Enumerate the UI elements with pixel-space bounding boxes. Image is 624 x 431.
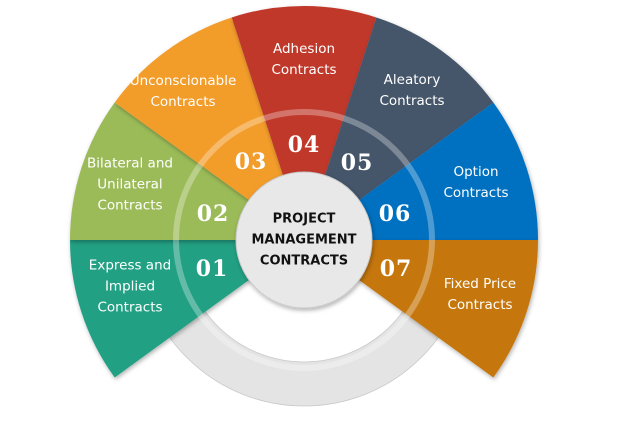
segment-label-line: Bilateral and [87,155,173,172]
segment-wedge-02 [70,102,256,240]
segment-number-04: 04 [287,132,321,158]
segment-number-01: 01 [195,256,229,282]
segment-label-line: Unconscionable [129,73,237,89]
segment-number-05: 05 [340,150,374,176]
segment-wedge-01 [70,240,256,378]
segment-wedges [70,5,538,378]
segment-label-line: Contracts [443,185,509,201]
segment-number-07: 07 [379,256,413,282]
segment-label-line: Option [453,164,499,180]
segment-label-line: Fixed Price [443,276,517,292]
segment-number-03: 03 [234,149,268,175]
segment-wedge-06 [352,102,538,240]
center-title: PROJECT MANAGEMENT CONTRACTS [251,209,356,272]
segment-label-line: Implied [104,278,156,295]
segment-label-line: Unilateral [97,176,163,193]
center-title-line-2: MANAGEMENT [251,232,357,248]
segment-label-line: Contracts [97,299,163,316]
segment-label-line: Express and [88,257,172,274]
segment-label-line: Contracts [379,93,445,109]
segment-label-line: Contracts [447,297,513,313]
segment-number-02: 02 [196,201,230,227]
center-title-line-3: CONTRACTS [259,253,349,269]
segment-label-line: Adhesion [272,41,336,57]
segment-label-line: Contracts [150,94,216,110]
segment-label-line: Contracts [271,62,337,78]
segment-wedge-07 [352,240,538,378]
segment-number-06: 06 [378,201,412,227]
segment-wedge-03 [114,17,286,205]
segment-wedge-05 [322,17,494,205]
center-title-line-1: PROJECT [272,211,336,227]
center-circle [235,171,373,309]
segment-label-line: Aleatory [383,72,441,88]
inner-highlight-arc [173,109,435,371]
segment-wedge-04 [231,5,377,183]
segment-label-line: Contracts [97,197,163,214]
